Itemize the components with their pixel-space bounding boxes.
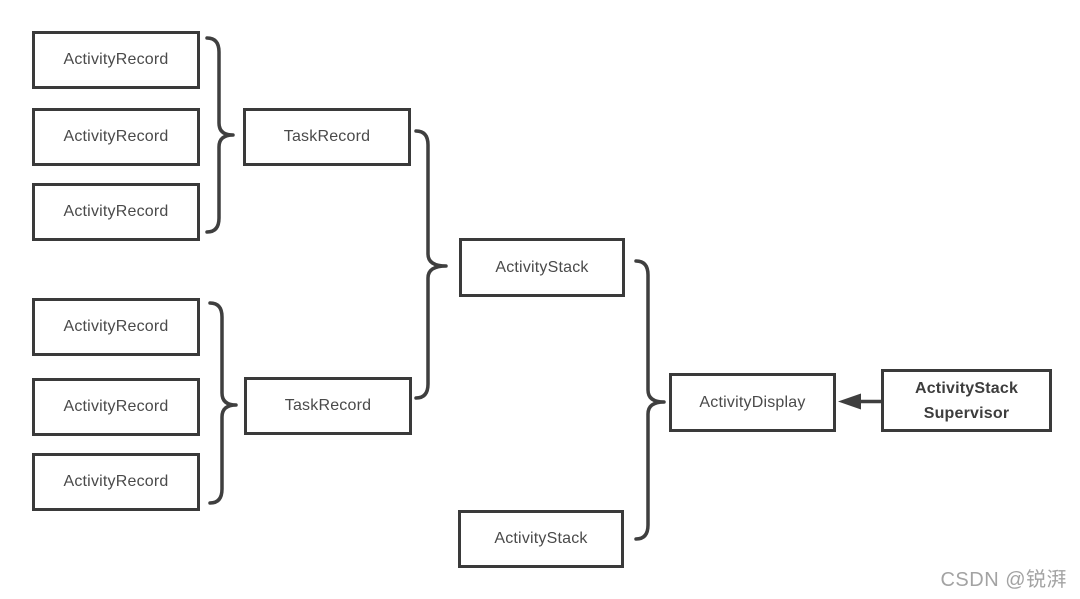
task-record-box: TaskRecord	[243, 108, 411, 166]
supervisor-arrow-head	[838, 393, 861, 410]
activity-display-box: ActivityDisplay	[669, 373, 836, 432]
brace-activity-stacks	[634, 259, 666, 541]
activity-record-box: ActivityRecord	[32, 183, 200, 241]
activity-record-box: ActivityRecord	[32, 378, 200, 436]
activity-record-box: ActivityRecord	[32, 108, 200, 166]
activity-record-box: ActivityRecord	[32, 453, 200, 511]
brace-records-group1	[205, 36, 235, 234]
task-record-box: TaskRecord	[244, 377, 412, 435]
watermark: CSDN @锐湃	[940, 569, 1067, 591]
activity-stack-supervisor-box: ActivityStack Supervisor	[881, 369, 1052, 432]
brace-records-group2	[208, 301, 238, 505]
brace-task-records	[414, 129, 448, 400]
activity-record-box: ActivityRecord	[32, 298, 200, 356]
supervisor-label-line2: Supervisor	[923, 404, 1010, 422]
supervisor-label-line1: ActivityStack	[914, 379, 1019, 397]
activity-stack-box: ActivityStack	[458, 510, 624, 568]
activity-stack-box: ActivityStack	[459, 238, 625, 297]
activity-record-box: ActivityRecord	[32, 31, 200, 89]
